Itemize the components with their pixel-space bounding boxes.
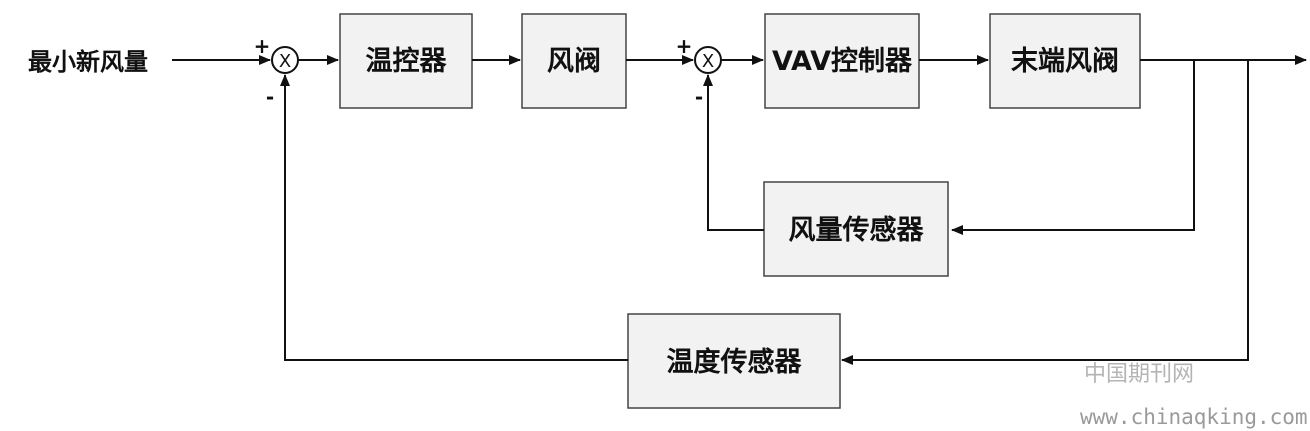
summing-junction-2-minus: - bbox=[695, 85, 703, 109]
airflow-feedback-out bbox=[703, 74, 764, 231]
temp-controller-block bbox=[339, 13, 473, 109]
input-label-min-fresh-air: 最小新风量 bbox=[28, 48, 148, 76]
vav-controller-block bbox=[764, 13, 920, 109]
watermark-site-name: 中国期刊网 bbox=[1084, 362, 1194, 387]
temp-feedback-out bbox=[280, 74, 628, 361]
vav-controller-label: VAV控制器 bbox=[772, 46, 913, 77]
temp-sensor-block bbox=[627, 313, 841, 409]
summing-junction-2-plus: + bbox=[676, 34, 693, 58]
airflow-feedback-in bbox=[951, 60, 1195, 235]
terminal-valve-block bbox=[989, 13, 1141, 109]
airflow-sensor-label: 风量传感器 bbox=[789, 214, 925, 246]
summing-junction-2-symbol: X bbox=[702, 51, 714, 72]
temp-sensor-label: 温度传感器 bbox=[667, 346, 803, 378]
watermark-url: www.chinaqking.com bbox=[1080, 405, 1308, 429]
summing-junction-1-plus: + bbox=[254, 34, 271, 58]
summing-junction-1-minus: - bbox=[266, 85, 274, 109]
temp-controller-label: 温控器 bbox=[366, 46, 448, 77]
temp-feedback-in bbox=[841, 60, 1249, 365]
air-valve-label: 风阀 bbox=[547, 46, 601, 77]
summing-junction-1-symbol: X bbox=[279, 51, 291, 72]
terminal-valve-label: 末端风阀 bbox=[1011, 46, 1119, 77]
airflow-sensor-block bbox=[763, 181, 949, 277]
